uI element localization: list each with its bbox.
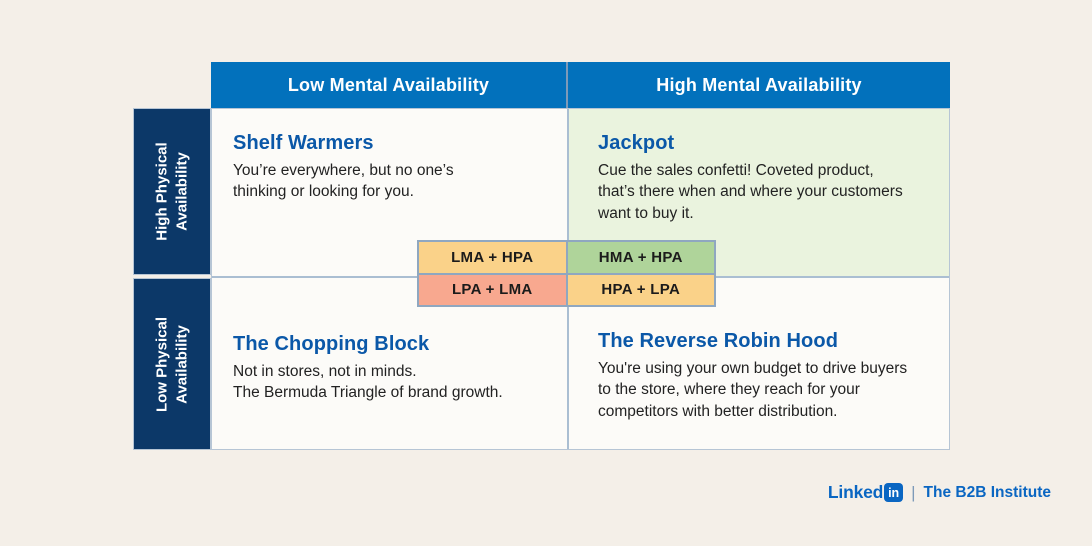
overlay-cell-hma-hpa: HMA + HPA [567,242,714,273]
row-header-high-physical-availability: High Physical Availability [133,108,211,275]
brand-footer: Linked in | The B2B Institute [828,482,1051,503]
quadrant-grid: Shelf Warmers You’re everywhere, but no … [211,108,950,450]
row-header-label: High Physical Availability [153,142,191,241]
header-divider [566,62,568,108]
quadrant-description: You’re everywhere, but no one’s thinking… [233,162,454,201]
row-header-column: High Physical Availability Low Physical … [133,108,211,450]
acronym-overlay-grid: LMA + HPA HMA + HPA LPA + LMA HPA + LPA [417,240,716,307]
overlay-cell-lma-hpa: LMA + HPA [419,242,566,273]
overlay-cell-hpa-lpa: HPA + LPA [567,274,714,305]
quadrant-title: The Reverse Robin Hood [598,330,839,352]
linkedin-wordmark: Linked [827,482,884,502]
column-header-row: Low Mental Availability High Mental Avai… [211,62,950,108]
quadrant-title: Jackpot [598,132,675,154]
row-header-low-physical-availability: Low Physical Availability [133,278,211,450]
quadrant-description: You're using your own budget to drive bu… [598,360,908,420]
b2b-institute-label: The B2B Institute [923,483,1051,501]
quadrant-description: Not in stores, not in minds. The Bermuda… [233,363,503,402]
footer-separator: | [911,482,916,502]
quadrant-title: Shelf Warmers [233,132,374,154]
row-header-label: Low Physical Availability [153,316,191,412]
column-header-high-mental-availability: High Mental Availability [568,62,950,108]
quadrant-description: Cue the sales confetti! Coveted product,… [598,162,903,222]
overlay-cell-lpa-lma: LPA + LMA [419,274,566,305]
quadrant-title: The Chopping Block [233,333,430,355]
linkedin-in-icon: in [884,483,904,502]
column-header-low-mental-availability: Low Mental Availability [211,62,566,108]
quadrant-shelf-warmers: Shelf Warmers You’re everywhere, but no … [212,109,567,276]
